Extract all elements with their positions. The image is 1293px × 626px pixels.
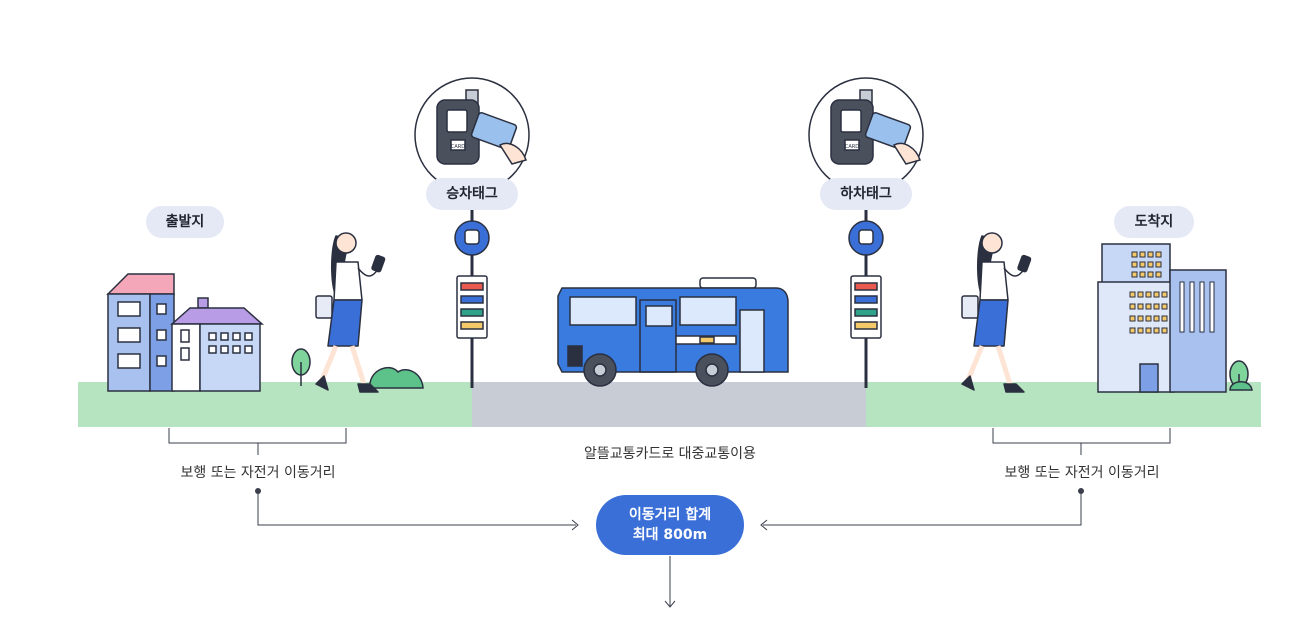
destination-label: 도착지 bbox=[1114, 206, 1194, 238]
card-reader-text: CARD bbox=[845, 144, 859, 150]
total-distance-max: 최대 800m bbox=[632, 527, 708, 543]
total-distance-title: 이동거리 합계 bbox=[628, 507, 712, 523]
card-reader-icon: CARD bbox=[414, 77, 530, 193]
house-icon bbox=[106, 273, 175, 392]
tree-icon bbox=[291, 348, 311, 386]
bush-icon bbox=[369, 367, 424, 389]
bus-icon bbox=[557, 277, 789, 387]
origin-label: 출발지 bbox=[146, 206, 224, 238]
bus-stop-sign-icon bbox=[848, 210, 884, 388]
bus-stop-sign-icon bbox=[454, 210, 490, 388]
tree-icon bbox=[1229, 360, 1253, 391]
transit-caption: 알뜰교통카드로 대중교통이용 bbox=[584, 446, 756, 462]
walk-distance-right-caption: 보행 또는 자전거 이동거리 bbox=[1004, 465, 1160, 481]
connector-dot bbox=[1078, 488, 1084, 494]
alight-tag-label: 하차태그 bbox=[820, 178, 912, 210]
building-icon bbox=[1097, 243, 1227, 393]
total-distance-badge: 이동거리 합계 최대 800m bbox=[596, 495, 744, 555]
connector-lines bbox=[168, 428, 1171, 608]
road bbox=[472, 382, 866, 427]
board-tag-label: 승차태그 bbox=[426, 178, 518, 210]
walk-distance-left-caption: 보행 또는 자전거 이동거리 bbox=[180, 465, 336, 481]
walking-woman-icon bbox=[315, 232, 386, 393]
card-reader-icon: CARD bbox=[808, 77, 924, 193]
walking-woman-icon bbox=[961, 232, 1032, 393]
house-icon bbox=[170, 297, 264, 392]
card-reader-text: CARD bbox=[451, 144, 465, 150]
connector-dot bbox=[255, 488, 261, 494]
